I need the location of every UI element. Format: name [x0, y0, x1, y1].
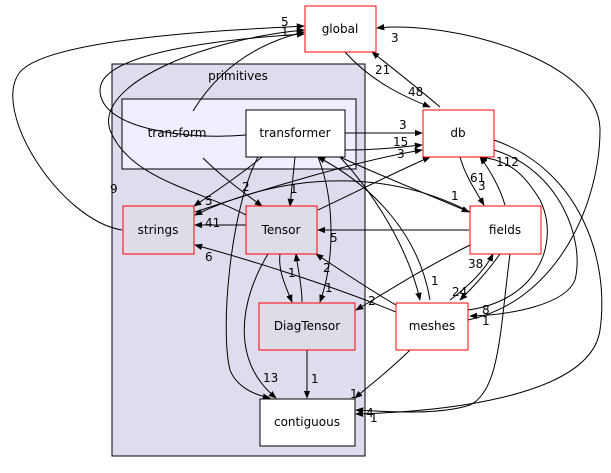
- node-global-label: global: [322, 22, 359, 36]
- edge-meshes-contiguous: [354, 349, 411, 399]
- edge-fields-meshes: [459, 253, 501, 301]
- edge-label: 1: [482, 314, 490, 328]
- node-tensor-label: Tensor: [261, 223, 301, 237]
- edge-meshes-strings: [194, 243, 397, 313]
- node-strings[interactable]: strings: [122, 205, 195, 255]
- edge-label: 1: [451, 189, 459, 203]
- edge-transformer-meshes: [339, 156, 422, 301]
- edge-meshes-global: [376, 24, 601, 321]
- edge-label: 3: [397, 147, 405, 161]
- edge-label: 1: [290, 182, 298, 196]
- edge-fields-strings: [194, 180, 471, 216]
- node-transform[interactable]: transform: [148, 126, 207, 140]
- edge-transformer-contiguous: [225, 156, 271, 400]
- edge-label: 8: [482, 303, 490, 317]
- edge-label: 5: [205, 194, 213, 208]
- edge-meshes-transformer: [317, 156, 431, 301]
- edges: [12, 23, 603, 418]
- edge-label: 24: [452, 285, 467, 299]
- node-meshes[interactable]: meshes: [395, 302, 469, 351]
- edge-db-fields: [459, 156, 485, 206]
- edge-label: 1: [311, 372, 319, 386]
- edge-transform-tensor: [202, 157, 263, 207]
- primitives-cluster-label: primitives: [208, 69, 268, 83]
- edge-tensor-db: [317, 156, 431, 211]
- edge-meshes-tensor: [315, 253, 397, 306]
- edge-meshes-fields: [449, 253, 494, 301]
- edge-transformer-db-2: [344, 142, 423, 151]
- edge-transformer-fields: [339, 156, 470, 213]
- node-strings-label: strings: [138, 223, 179, 237]
- edge-transformer-tensor: [287, 156, 296, 207]
- edge-label: 3: [391, 31, 399, 45]
- edge-transformer-diagtensor: [317, 156, 332, 303]
- edge-label: 38: [468, 257, 483, 271]
- node-contiguous-label: contiguous: [274, 415, 340, 429]
- node-fields-label: fields: [489, 223, 521, 237]
- node-transform-label: transform: [148, 126, 207, 140]
- edge-tensor-global: [108, 27, 305, 216]
- edge-label: 1: [370, 411, 378, 425]
- edge-db-global: [371, 51, 441, 108]
- edge-label: 1: [325, 281, 333, 295]
- edge-tensor-contiguous: [243, 253, 277, 399]
- edge-label: 21: [375, 63, 390, 77]
- edge-label: 3: [399, 118, 407, 132]
- node-global[interactable]: global: [304, 5, 377, 53]
- node-db[interactable]: db: [422, 109, 495, 158]
- edge-tensor-diagtensor: [279, 253, 293, 303]
- edge-transform-global: [192, 30, 305, 112]
- node-meshes-label: meshes: [409, 319, 456, 333]
- node-diagtensor-label: DiagTensor: [274, 319, 340, 333]
- edge-label: 61: [470, 171, 485, 185]
- edge-global-db: [344, 51, 431, 108]
- edge-labels: 5 1 3 21 48 3 15 3 61 3 112 2 1 5 41 5 9…: [110, 15, 519, 425]
- edge-fields-diagtensor: [355, 243, 473, 311]
- node-fields[interactable]: fields: [469, 205, 542, 255]
- edge-label: 2: [242, 180, 250, 194]
- edge-label: 1: [350, 387, 358, 401]
- edge-label: 112: [496, 155, 519, 169]
- edge-strings-global: [12, 23, 305, 231]
- edge-transformer-global: [99, 31, 305, 137]
- edge-db-contiguous: [355, 139, 603, 418]
- edge-label: 2: [323, 261, 331, 275]
- edge-label: 15: [393, 135, 408, 149]
- edge-label: 2: [368, 294, 376, 308]
- edge-db-meshes: [469, 149, 578, 320]
- edge-meshes-db: [467, 154, 548, 311]
- edge-label: 1: [431, 274, 439, 288]
- edge-label: 4: [366, 406, 374, 420]
- edge-label: 48: [408, 85, 423, 99]
- edge-label: 3: [478, 179, 486, 193]
- edge-label: 1: [281, 25, 289, 39]
- node-diagtensor[interactable]: DiagTensor: [258, 302, 356, 351]
- edge-label: 41: [205, 216, 220, 230]
- edge-label: 9: [110, 182, 118, 196]
- edge-label: 5: [330, 231, 338, 245]
- node-tensor[interactable]: Tensor: [245, 205, 318, 255]
- edge-label: 5: [281, 15, 289, 29]
- edge-label: 1: [288, 266, 296, 280]
- node-transformer[interactable]: transformer: [245, 109, 346, 158]
- edge-label: 6: [205, 250, 213, 264]
- edge-label: 13: [263, 371, 278, 385]
- edge-diagtensor-tensor: [293, 253, 303, 303]
- node-contiguous[interactable]: contiguous: [259, 398, 356, 447]
- node-transformer-label: transformer: [259, 126, 330, 140]
- node-db-label: db: [450, 126, 465, 140]
